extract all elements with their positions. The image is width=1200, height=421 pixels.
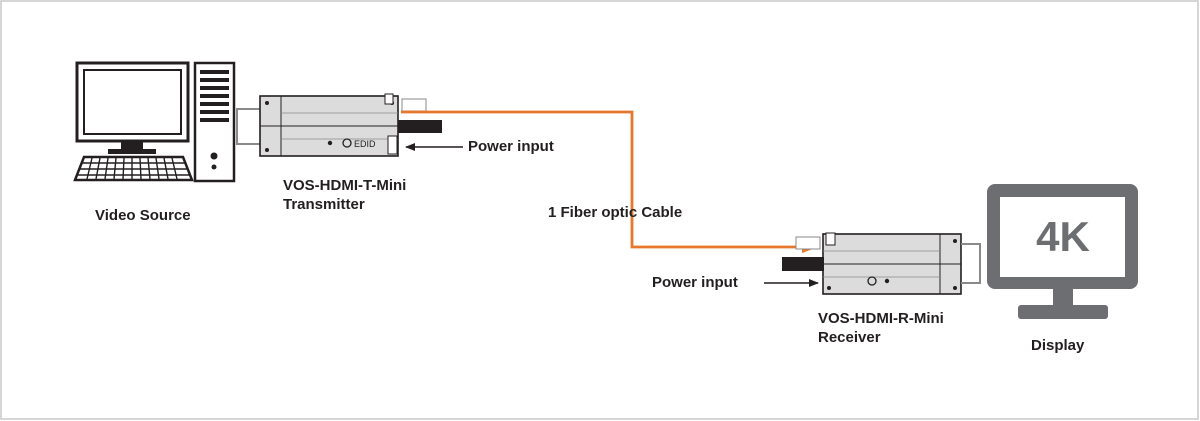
display-resolution-label: 4K (1036, 213, 1090, 260)
fiber-cable-label: 1 Fiber optic Cable (548, 204, 682, 221)
transmitter-model-label: VOS-HDMI-T-Mini (283, 177, 406, 194)
receiver-role-label: Receiver (818, 329, 881, 346)
display-label: Display (1031, 337, 1085, 354)
hdmi-cable-display (961, 243, 981, 284)
desktop-computer-icon (73, 61, 236, 183)
transmitter-role-label: Transmitter (283, 196, 365, 213)
tx-power-label: Power input (468, 138, 554, 155)
rx-power-plug (782, 257, 824, 271)
monitor-icon (987, 184, 1138, 319)
receiver-model-label: VOS-HDMI-R-Mini (818, 310, 944, 327)
edid-label: EDID (354, 139, 376, 149)
hdmi-cable-source (236, 108, 262, 145)
receiver-device (822, 232, 962, 295)
video-source-label: Video Source (95, 207, 191, 224)
fiber-optic-cable (401, 110, 818, 253)
rx-power-label: Power input (652, 274, 738, 291)
tx-power-plug (398, 120, 442, 133)
transmitter-device: EDID (259, 93, 399, 157)
